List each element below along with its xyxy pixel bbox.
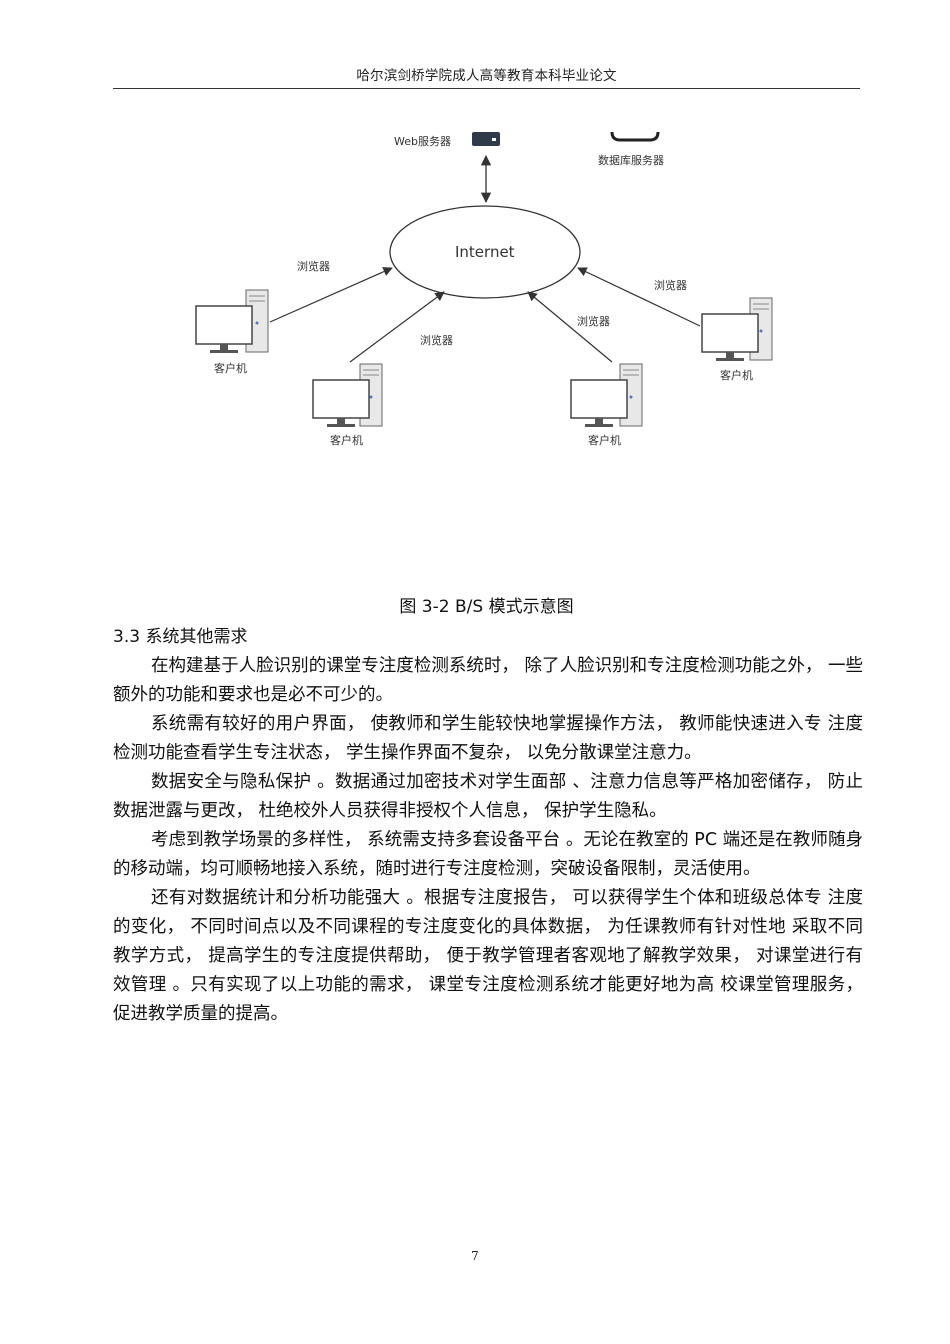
web-server-icon (472, 132, 500, 146)
page-number: 7 (471, 1249, 479, 1263)
monitor-icon (195, 305, 253, 345)
paragraph-1: 在构建基于人脸识别的课堂专注度检测系统时， 除了人脸识别和专注度检测功能之外， … (113, 656, 863, 705)
db-server-label: 数据库服务器 (598, 153, 664, 167)
client-computer-4: 客户机 (701, 297, 773, 382)
paragraph-4: 考虑到教学场景的多样性， 系统需支持多套设备平台 。无论在教室的 PC 端还是在… (113, 830, 863, 879)
figure-caption: 图 3-2 B/S 模式示意图 (399, 597, 574, 617)
browser-label-1: 浏览器 (297, 259, 330, 273)
monitor-icon (312, 379, 370, 419)
bs-architecture-diagram: Web服务器 数据库服务器 Internet 浏览器 浏览器 浏览器 浏览器 (180, 118, 800, 468)
browser-label-4: 浏览器 (654, 278, 687, 292)
internet-ellipse (389, 205, 581, 299)
client1-arrow (269, 267, 393, 323)
paragraph-5: 还有对数据统计和分析功能强大 。根据专注度报告， 可以获得学生个体和班级总体专 … (113, 888, 863, 1024)
client-computer-1: 客户机 (195, 289, 269, 375)
browser-label-3: 浏览器 (577, 314, 610, 328)
db-server-node: 数据库服务器 (598, 131, 664, 167)
paragraph-2: 系统需有较好的用户界面， 使教师和学生能较快地掌握操作方法， 教师能快速进入专 … (113, 714, 863, 763)
browser-label-2: 浏览器 (420, 333, 453, 347)
monitor-icon (701, 313, 759, 353)
client-label-2: 客户机 (330, 433, 363, 447)
client3-arrow (527, 291, 613, 363)
body-text: 在构建基于人脸识别的课堂专注度检测系统时， 除了人脸识别和专注度检测功能之外， … (113, 652, 863, 1029)
web-server-label: Web服务器 (394, 135, 451, 148)
client2-arrow (349, 291, 445, 363)
page-header: 哈尔滨剑桥学院成人高等教育本科毕业论文 (356, 68, 617, 84)
paragraph-3: 数据安全与隐私保护 。数据通过加密技术对学生面部 、注意力信息等严格加密储存， … (113, 772, 863, 821)
database-icon (610, 131, 660, 142)
client-label-1: 客户机 (214, 361, 247, 375)
internet-label: Internet (455, 243, 515, 261)
client4-arrow (577, 267, 701, 327)
internet-node: Internet (389, 205, 581, 299)
client-computer-3: 客户机 (570, 363, 643, 447)
diagram-svg: Web服务器 数据库服务器 Internet 浏览器 浏览器 浏览器 浏览器 (195, 131, 773, 447)
web-server-node: Web服务器 (394, 132, 500, 148)
client-label-4: 客户机 (720, 368, 753, 382)
header-rule (113, 88, 860, 89)
client-label-3: 客户机 (588, 433, 621, 447)
section-title: 3.3 系统其他需求 (113, 627, 248, 647)
monitor-icon (570, 379, 628, 419)
client-computer-2: 客户机 (312, 363, 383, 447)
